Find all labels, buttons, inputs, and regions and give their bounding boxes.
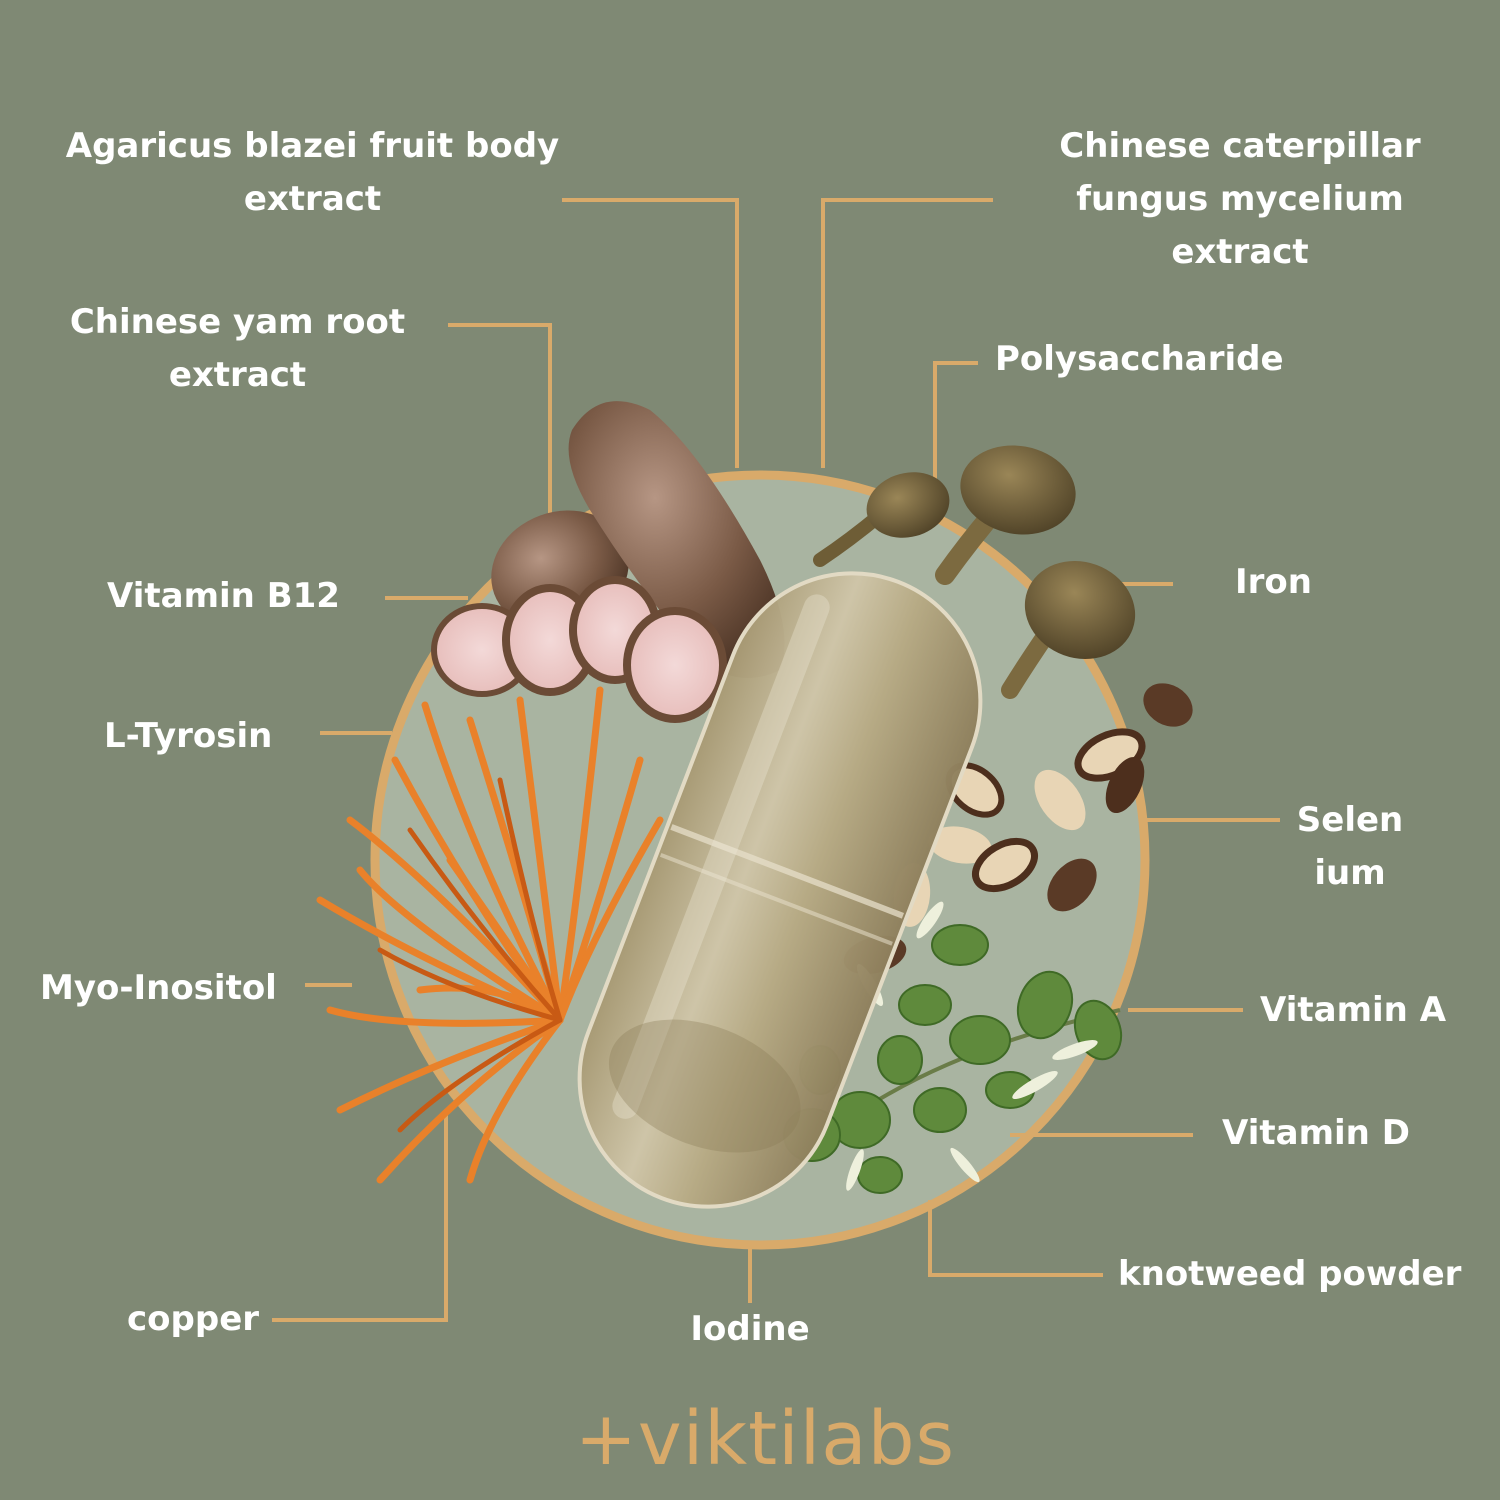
yam-root: [431, 401, 785, 723]
label-selenium-line-1: Selen: [1296, 800, 1404, 840]
connector-yam: [448, 323, 552, 520]
label-caterpillar: Chinese caterpillar fungus mycelium extr…: [1030, 120, 1450, 279]
label-caterpillar-line-1: Chinese caterpillar: [1059, 126, 1421, 166]
label-vitamin-d: Vitamin D: [1222, 1113, 1410, 1153]
connector-lines: [272, 198, 1280, 1322]
label-agaricus-line-1: Agaricus blazei fruit body: [65, 126, 560, 166]
label-copper: copper: [127, 1299, 260, 1339]
label-yam: Chinese yam root extract: [50, 296, 425, 402]
label-iodine: Iodine: [690, 1309, 810, 1349]
label-vitamin-b12: Vitamin B12: [107, 576, 340, 616]
label-yam-line-1: Chinese yam root: [69, 302, 406, 342]
connector-caterpillar: [821, 198, 993, 468]
label-agaricus: Agaricus blazei fruit body extract: [40, 120, 585, 226]
connector-knotweed: [928, 1200, 1103, 1277]
label-vitamin-a: Vitamin A: [1260, 990, 1447, 1030]
label-l-tyrosin: L-Tyrosin: [104, 716, 273, 756]
label-selenium-line-2: ium: [1314, 853, 1386, 893]
label-agaricus-line-2: extract: [243, 179, 382, 219]
connector-copper: [272, 1110, 448, 1322]
label-knotweed: knotweed powder: [1118, 1254, 1462, 1294]
label-polysaccharide: Polysaccharide: [995, 339, 1284, 379]
label-caterpillar-line-2: fungus mycelium: [1076, 179, 1404, 219]
brand-logo: +viktilabs: [574, 1396, 956, 1482]
label-myo-inositol: Myo-Inositol: [40, 968, 277, 1008]
connector-agaricus: [562, 198, 739, 468]
dried-mushrooms: [813, 445, 1136, 699]
connector-polysaccharide: [933, 361, 978, 490]
label-iron: Iron: [1235, 562, 1312, 602]
capsule: [577, 571, 983, 1209]
label-caterpillar-line-3: extract: [1171, 232, 1309, 272]
label-yam-line-2: extract: [168, 355, 307, 395]
label-selenium: Selen ium: [1280, 794, 1420, 900]
cordyceps-dark: [377, 777, 563, 1133]
